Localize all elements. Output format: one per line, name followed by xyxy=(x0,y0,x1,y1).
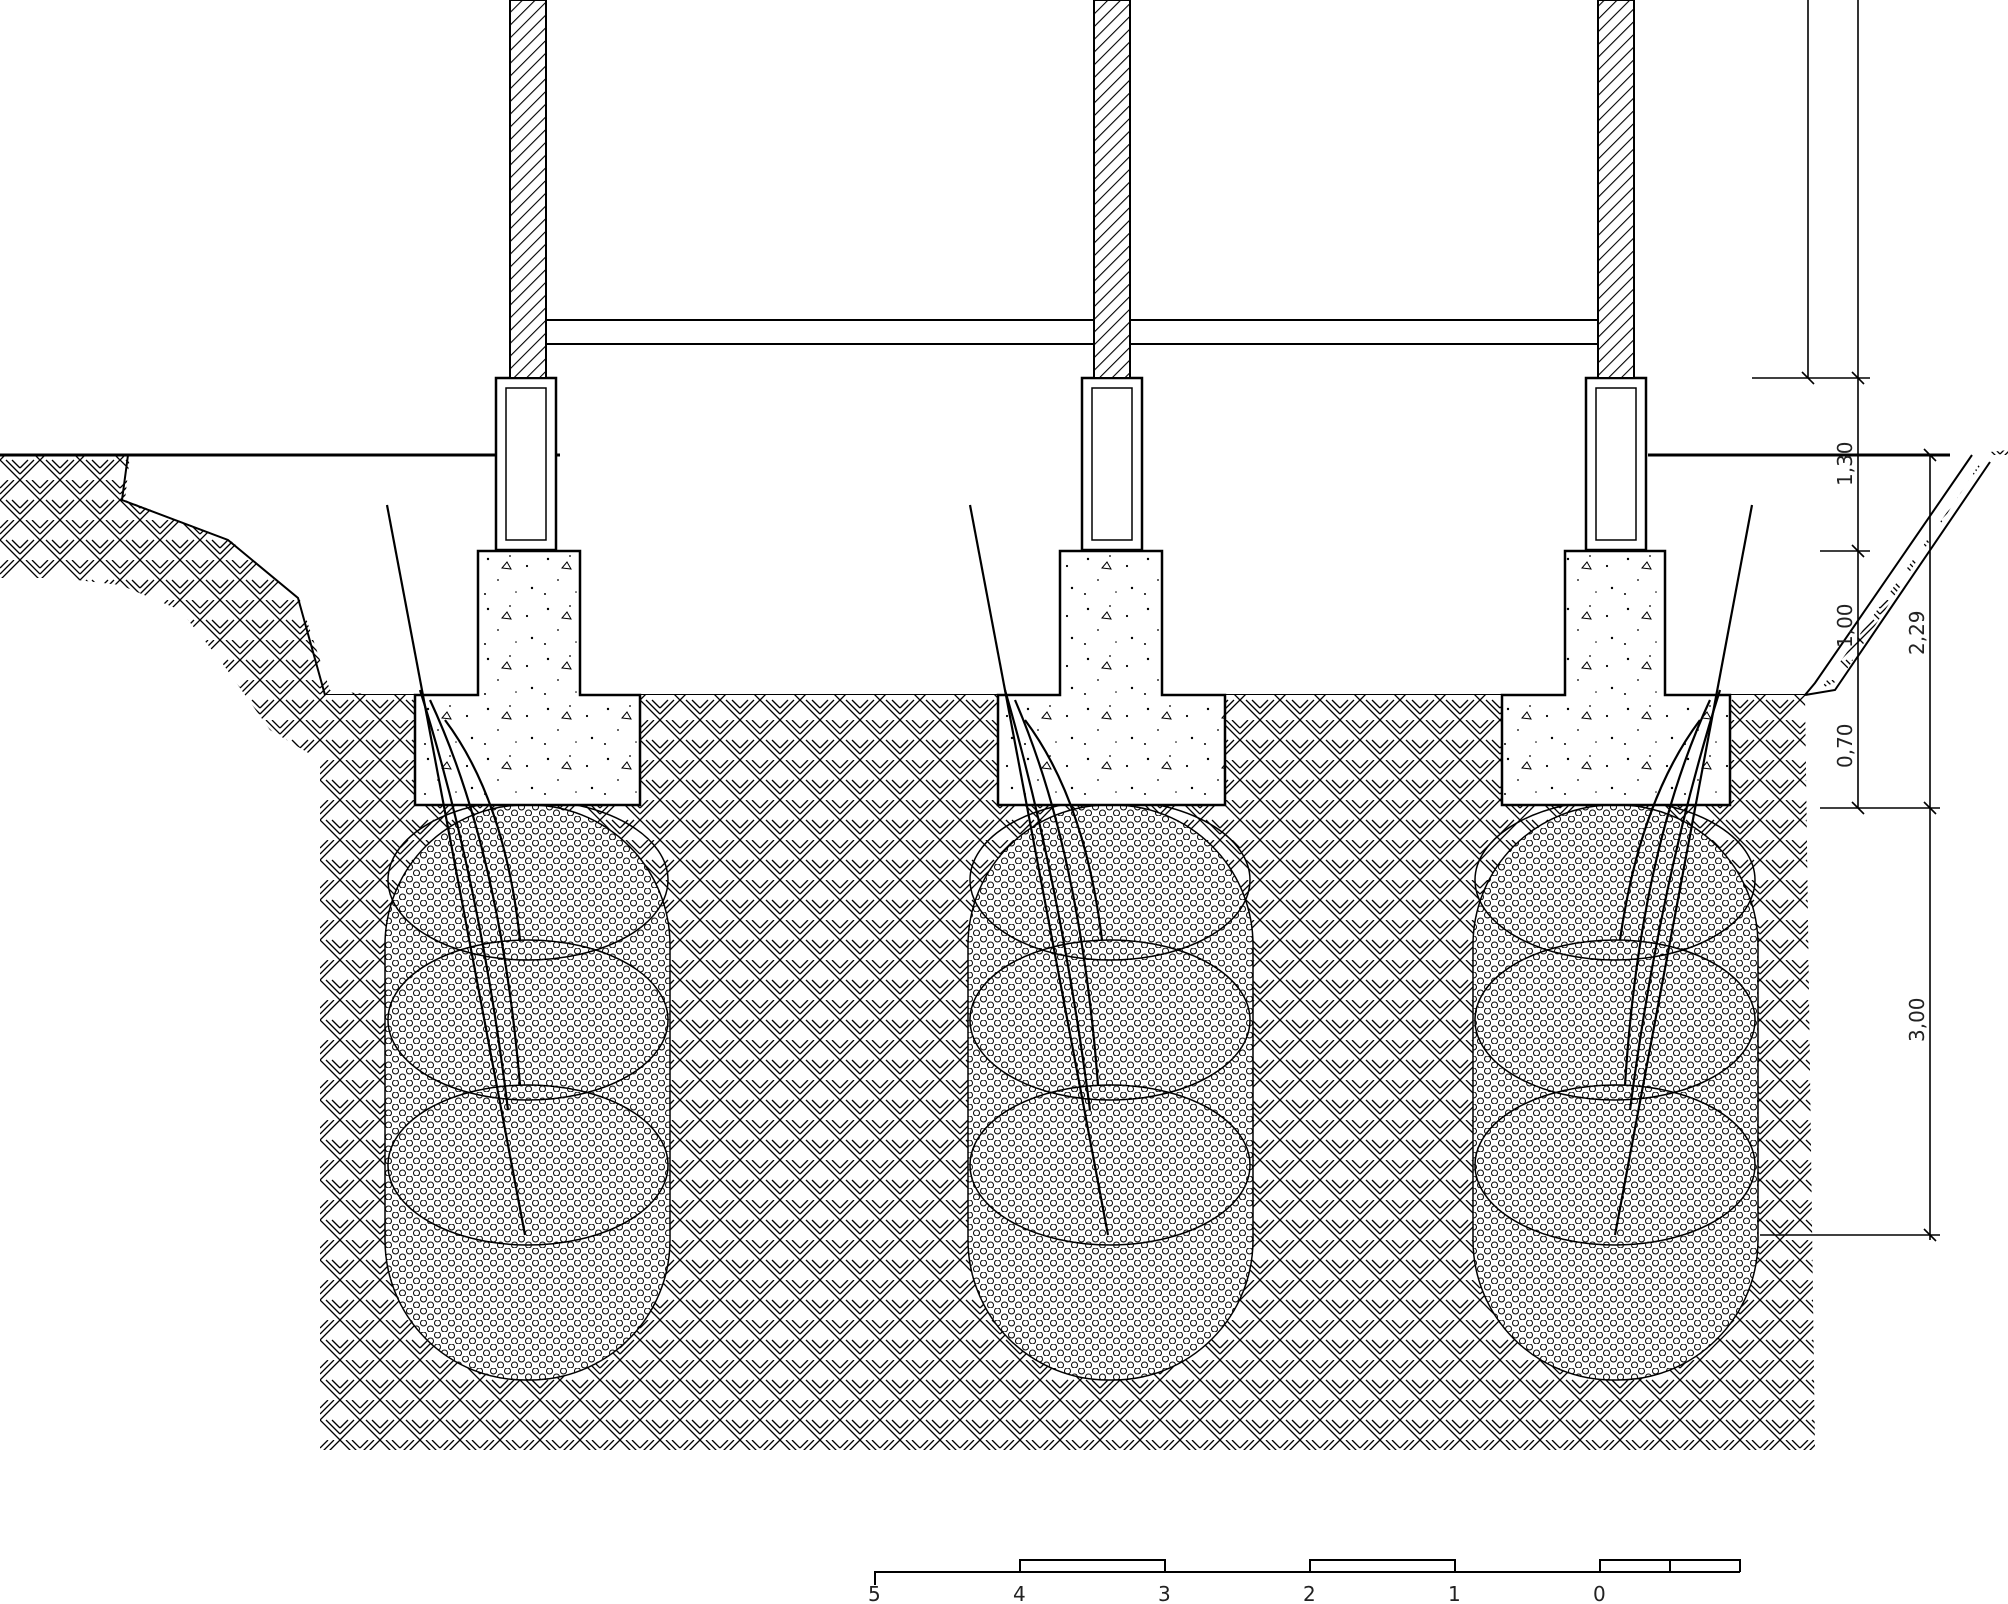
footing-right xyxy=(1500,549,1732,807)
dim-label-4: 2,29 xyxy=(1905,610,1929,655)
scale-label-1: 1 xyxy=(1448,1582,1461,1604)
column-middle xyxy=(967,799,1254,1381)
dimension-lines xyxy=(1752,0,1940,1242)
concrete-footings xyxy=(413,549,1732,807)
dim-label-2: 1,00 xyxy=(1833,603,1857,648)
column-right xyxy=(1472,799,1759,1381)
dimension-labels: 1,30 1,00 0,70 2,29 3,00 xyxy=(1833,441,1929,1042)
column-left xyxy=(384,799,671,1381)
superstructure-walls xyxy=(509,0,1635,379)
scale-label-4: 4 xyxy=(1013,1582,1026,1604)
scale-label-5: 5 xyxy=(868,1582,881,1604)
dim-label-5: 3,00 xyxy=(1905,997,1929,1042)
column-piers xyxy=(494,376,1648,552)
jet-grout-columns xyxy=(384,799,1759,1381)
inclined-micropiles xyxy=(385,504,1754,1236)
dim-label-3: 0,70 xyxy=(1833,723,1857,768)
graphic-scale-bar: 5 4 3 2 1 0 xyxy=(868,1559,1741,1604)
scale-label-3: 3 xyxy=(1158,1582,1171,1604)
dim-label-1: 1,30 xyxy=(1833,441,1857,486)
scale-label-0: 0 xyxy=(1593,1582,1606,1604)
scale-label-2: 2 xyxy=(1303,1582,1316,1604)
footing-left xyxy=(413,549,642,807)
footing-middle xyxy=(996,549,1227,807)
